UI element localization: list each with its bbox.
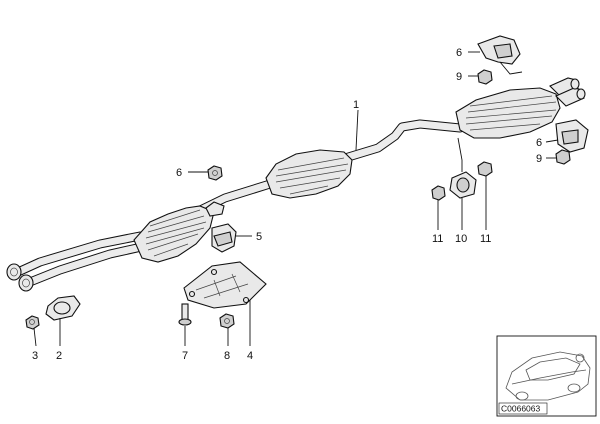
center-converter	[265, 149, 353, 199]
callout-6-center: 6	[176, 167, 182, 179]
callout-8: 8	[224, 350, 230, 362]
front-pipe-end-left	[6, 263, 22, 281]
callout-7: 7	[182, 350, 188, 362]
rear-nut-mid	[555, 149, 571, 165]
callout-9-top-right: 9	[456, 71, 462, 83]
nut-11-left	[431, 185, 446, 201]
callout-5: 5	[256, 231, 262, 243]
top-hanger-clip	[205, 201, 225, 217]
nut-11-right	[477, 161, 493, 177]
front-pipe-end-right	[18, 274, 34, 292]
hex-nut-3	[25, 315, 40, 330]
bolt-7	[178, 303, 192, 326]
callout-9-mid-right: 9	[536, 153, 542, 165]
car-outline	[505, 351, 591, 401]
callout-3: 3	[32, 350, 38, 362]
front-gasket-2	[45, 295, 81, 321]
callout-11-left: 11	[432, 233, 443, 245]
rear-silencer	[455, 87, 561, 139]
center-nut-6	[207, 165, 223, 181]
leader-lines	[33, 51, 559, 347]
inset-highlight-marker	[575, 353, 585, 363]
rear-hanger-bracket-top	[477, 35, 523, 75]
callout-2: 2	[56, 350, 62, 362]
exhaust-pipe-assembly	[6, 77, 586, 292]
heat-shield-4	[183, 261, 267, 309]
callout-6-top-right: 6	[456, 47, 462, 59]
rear-nut-top	[477, 69, 493, 85]
callout-4: 4	[247, 350, 253, 362]
catalog-number: C0066063	[501, 404, 541, 414]
front-catalytic-converter	[133, 205, 215, 263]
callout-1: 1	[353, 99, 359, 111]
rubber-mount-10	[449, 171, 477, 199]
inset-frame	[496, 335, 597, 417]
callout-10: 10	[455, 233, 467, 245]
center-mount-rubber-5	[211, 223, 237, 253]
callout-11-right: 11	[480, 233, 491, 245]
nut-8	[219, 313, 235, 329]
callout-6-mid-right: 6	[536, 137, 542, 149]
rear-hanger-bracket-mid	[555, 119, 589, 153]
vehicle-inset: C0066063	[496, 335, 597, 417]
callout-labels: 1 2 3 4 5 6 6 6 7 8 9 9 10 11 11	[32, 47, 542, 362]
